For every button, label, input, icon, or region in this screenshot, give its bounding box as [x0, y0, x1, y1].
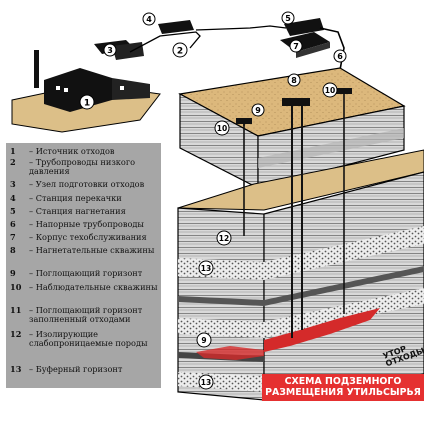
marker-13b: 13	[201, 378, 211, 387]
maintenance-building-icon	[280, 32, 330, 58]
marker-13a: 13	[201, 264, 211, 273]
marker-9: 9	[255, 106, 261, 115]
marker-4: 4	[146, 15, 152, 24]
marker-12: 12	[219, 234, 229, 243]
marker-5: 5	[285, 14, 291, 23]
waste-preparation-unit-icon	[94, 40, 144, 60]
marker-3: 3	[107, 46, 113, 55]
marker-10a: 10	[217, 124, 227, 133]
marker-1: 1	[84, 99, 90, 109]
marker-2: 2	[177, 47, 183, 57]
marker-8: 8	[291, 76, 297, 85]
low-pressure-pipeline-2	[195, 25, 287, 31]
waste-source-factory-icon	[34, 50, 150, 112]
marker-10b: 10	[325, 86, 335, 95]
waste-filled-horizon-front	[196, 346, 264, 360]
marker-group: 1 2 3 4 5 6 7 8 9 10 10 12 13 9 13	[79, 11, 347, 390]
low-pressure-pipeline	[129, 31, 201, 53]
marker-7: 7	[293, 42, 299, 51]
legend-panel: 1– Источник отходов 2– Трубопроводы низк…	[6, 143, 161, 388]
injection-station-icon	[284, 18, 324, 36]
marker-9b: 9	[201, 336, 206, 345]
waste-filled-horizon	[264, 308, 380, 352]
diagram-title: СХЕМА ПОДЗЕМНОГО РАЗМЕЩЕНИЯ УТИЛЬСЫРЬЯ	[262, 374, 424, 401]
pumping-station-icon	[158, 20, 194, 34]
marker-6: 6	[337, 52, 343, 61]
